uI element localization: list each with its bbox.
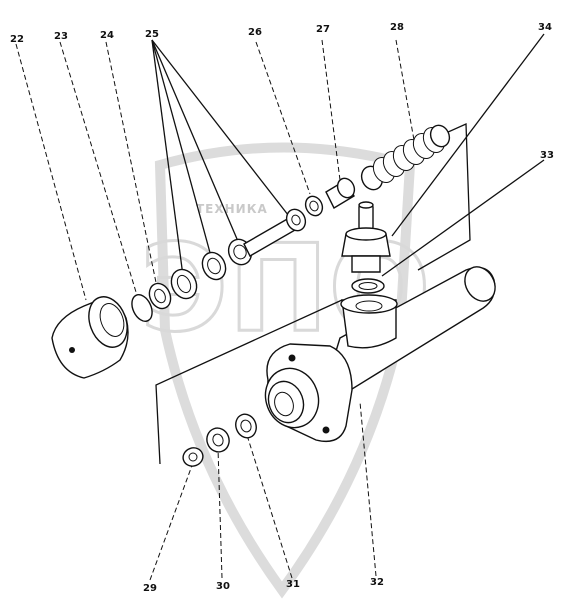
leader-30	[217, 447, 223, 579]
part-30-washer	[206, 427, 230, 453]
lower-bracket-line	[155, 299, 343, 465]
part-27-spacer	[325, 177, 356, 209]
label-32: 32	[370, 577, 384, 588]
leader-25d	[151, 39, 293, 221]
label-26: 26	[248, 27, 262, 38]
part-33-seal	[351, 278, 385, 294]
leader-24	[105, 41, 159, 293]
part-29-nut	[182, 447, 204, 467]
part-23-ring	[131, 294, 153, 322]
part-labels: 22 23 24 25 26 27 28 34 33 29 30 31 32	[10, 22, 554, 594]
leader-23	[59, 41, 137, 293]
leader-27	[321, 39, 341, 181]
label-30: 30	[216, 581, 230, 592]
label-34: 34	[538, 22, 552, 33]
label-33: 33	[540, 150, 554, 161]
boot-hole	[69, 347, 75, 353]
flange-hole-top	[288, 354, 296, 362]
label-31: 31	[286, 579, 300, 590]
leader-34	[391, 33, 545, 237]
label-24: 24	[100, 30, 114, 41]
leader-25b	[151, 39, 213, 261]
leader-lines	[15, 33, 545, 581]
leader-28	[395, 39, 415, 141]
part-32-cylinder	[264, 266, 496, 443]
part-22-boot	[51, 296, 129, 379]
part-34-nipple	[341, 201, 391, 273]
part-26-washer	[304, 195, 324, 217]
leader-22	[15, 43, 87, 301]
leader-31	[245, 431, 293, 579]
piston-rod	[243, 208, 307, 257]
label-25: 25	[145, 29, 159, 40]
leader-32	[359, 401, 377, 577]
watermark-text: ТЕХНИКА	[196, 202, 268, 216]
label-29: 29	[143, 583, 157, 594]
part-24-washer	[148, 282, 172, 310]
leader-26	[255, 41, 311, 195]
label-22: 22	[10, 34, 24, 45]
leader-33	[381, 159, 545, 277]
label-23: 23	[54, 31, 68, 42]
leader-25c	[151, 39, 241, 247]
part-31-washer	[235, 413, 257, 439]
label-27: 27	[316, 24, 330, 35]
flange-hole-bottom	[322, 426, 330, 434]
leader-29	[149, 459, 195, 581]
label-28: 28	[390, 22, 404, 33]
leader-25a	[151, 39, 184, 277]
part-28-spring	[360, 124, 451, 191]
